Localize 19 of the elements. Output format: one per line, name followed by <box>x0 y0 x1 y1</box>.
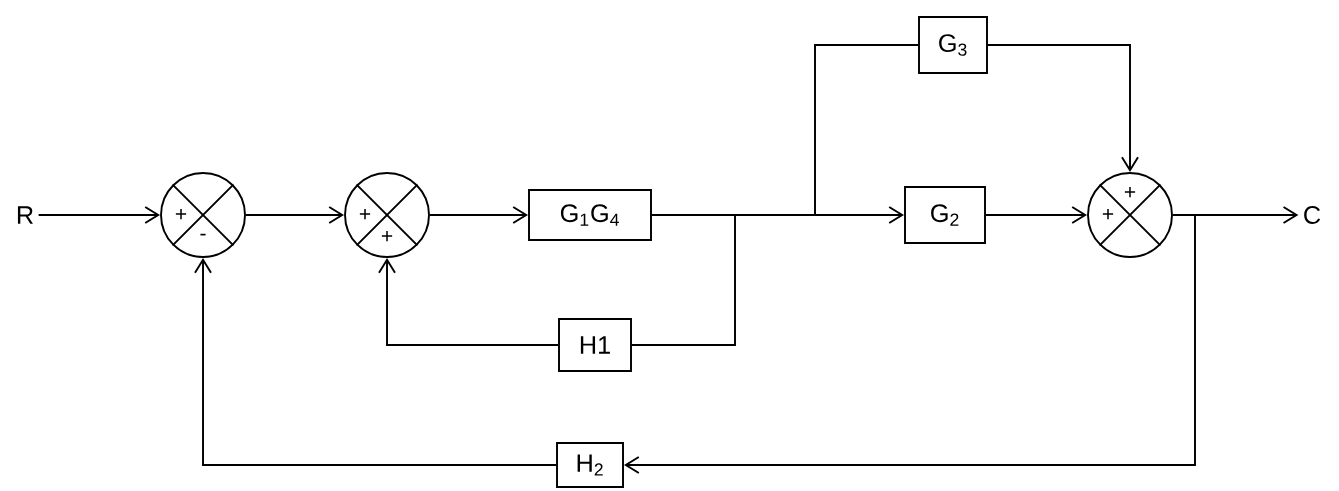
block-box: G$_{2}$ <box>904 186 986 244</box>
signal-label: C <box>1304 206 1321 224</box>
summing-junction: + + <box>344 172 430 258</box>
arrow <box>37 206 161 224</box>
arrow <box>623 214 1196 474</box>
signal-line <box>631 214 736 346</box>
signal-label: R <box>17 206 33 224</box>
block-box: G$_{1}$G$_{4}$ <box>528 189 652 241</box>
block-box: H1 <box>558 318 632 372</box>
arrow <box>429 206 529 224</box>
arrow <box>245 206 345 224</box>
arrow <box>985 206 1088 224</box>
summing-junction: + + <box>1087 172 1173 258</box>
arrow <box>987 44 1139 173</box>
block-box: G$_{3}$ <box>918 16 988 74</box>
block-box: H$_{2}$ <box>556 442 624 488</box>
summing-junction: + - <box>160 172 246 258</box>
arrow <box>378 257 559 346</box>
arrow <box>194 257 557 466</box>
